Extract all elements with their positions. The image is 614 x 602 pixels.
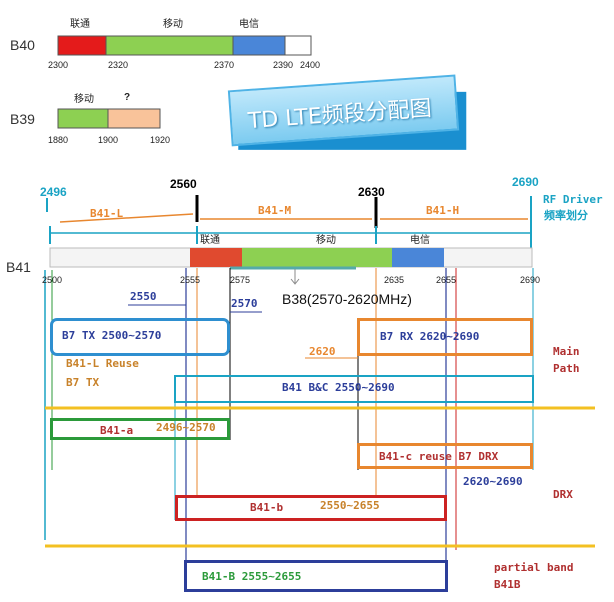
b41-l-arrow (59, 213, 194, 223)
b39-tick-0: 1880 (48, 135, 69, 145)
b38-label: B38(2570-2620MHz) (282, 291, 412, 307)
range-b41-l: B41-L (90, 207, 124, 220)
partial-band-line1: partial band (494, 561, 574, 574)
marker-2496: 2496 (40, 185, 67, 199)
b41-B-text: B41-B 2555~2655 (202, 570, 302, 583)
b40-seg-label-telecom: 电信 (239, 19, 259, 30)
b40-seg-label-unicom: 联通 (70, 19, 90, 30)
b40-seg-label-mobile: 移动 (163, 19, 183, 30)
range-b41-h: B41-H (426, 204, 460, 217)
b40-tick-2: 2370 (214, 60, 235, 70)
b39-seg-unknown (107, 108, 161, 129)
b41-label: B41 (6, 259, 31, 275)
b41-b-range: 2550~2655 (320, 499, 380, 512)
value-2570: 2570 (231, 297, 258, 310)
b41-seg-unicom (190, 248, 242, 267)
b41-a-range: 2496~2570 (156, 421, 216, 434)
b41-tick-1: 2555 (180, 275, 201, 285)
b39-seg-label-unknown: ? (124, 92, 131, 103)
b40-seg-empty (284, 35, 312, 56)
b39-tick-2: 1920 (150, 135, 171, 145)
b41-tick-4: 2655 (436, 275, 457, 285)
drx-range: 2620~2690 (463, 475, 523, 488)
b39-tick-1: 1900 (98, 135, 119, 145)
b39-label: B39 (10, 111, 35, 127)
b40-seg-mobile (105, 35, 234, 56)
b39-seg-label-mobile: 移动 (74, 94, 94, 105)
b40-label: B40 (10, 37, 35, 53)
main-path-line2: Path (553, 362, 580, 375)
b41l-reuse-line1: B41-L Reuse (66, 357, 139, 370)
b41-tick-2: 2575 (230, 275, 251, 285)
b41-tick-0: 2500 (42, 275, 63, 285)
b40-tick-4: 2400 (300, 60, 321, 70)
b41-b-name: B41-b (250, 501, 284, 514)
partial-band-line2: B41B (494, 578, 521, 591)
b40-tick-1: 2320 (108, 60, 129, 70)
box-b41-B (184, 560, 448, 592)
rf-driver-line2: 频率划分 (544, 210, 588, 222)
box-b41-bc (174, 375, 534, 403)
marker-2630: 2630 (358, 185, 385, 199)
b7-tx-text: B7 TX 2500~2570 (62, 329, 162, 342)
b41-seg-mobile (242, 248, 392, 267)
b41-seg-label-telecom: 电信 (410, 235, 430, 246)
main-path-line1: Main (553, 345, 580, 358)
b40-seg-telecom (232, 35, 286, 56)
b41-tick-5: 2690 (520, 275, 541, 285)
box-b41-a (50, 418, 230, 440)
value-2620: 2620 (309, 345, 336, 358)
drx-label: DRX (553, 488, 573, 501)
box-b7-tx (50, 318, 230, 356)
b41-bc-text: B41 B&C 2550~2690 (282, 381, 395, 394)
b39-seg-mobile (57, 108, 109, 129)
b41-a-name: B41-a (100, 424, 134, 437)
b40-tick-0: 2300 (48, 60, 69, 70)
value-2550: 2550 (130, 290, 157, 303)
b7-rx-text: B7 RX 2620~2690 (380, 330, 480, 343)
range-b41-m: B41-M (258, 204, 292, 217)
box-b41-c (357, 443, 533, 469)
b40-tick-3: 2390 (273, 60, 294, 70)
b41-tick-3: 2635 (384, 275, 405, 285)
rf-driver-line1: RF Driver (543, 193, 603, 206)
marker-2560: 2560 (170, 177, 197, 191)
marker-2690: 2690 (512, 175, 539, 189)
b41-c-text: B41-c reuse B7 DRX (379, 450, 499, 463)
box-b41-b (175, 495, 447, 521)
b41l-reuse-line2: B7 TX (66, 376, 100, 389)
b41-seg-telecom (392, 248, 444, 267)
b41-seg-label-mobile: 移动 (316, 235, 336, 246)
b40-seg-unicom (57, 35, 107, 56)
b41-seg-label-unicom: 联通 (200, 235, 220, 246)
box-b7-rx (357, 318, 533, 356)
